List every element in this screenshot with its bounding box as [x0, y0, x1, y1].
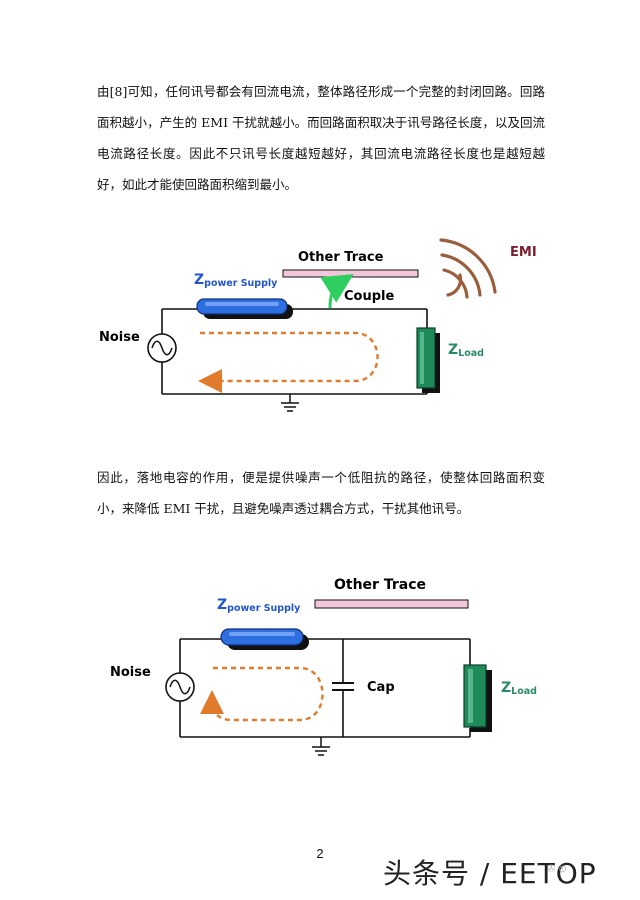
ground-icon — [281, 394, 299, 412]
circuit-wires — [179, 638, 471, 738]
page-number: 2 — [316, 846, 324, 861]
noise-label: Noise — [110, 665, 151, 680]
other-trace-label: Other Trace — [298, 250, 384, 265]
circuit-diagram-emi-coupling: Noise Zpower Supply ZLoad Other Trace Co… — [99, 238, 537, 412]
watermark-logo-icon: ✇ ⊙ — [547, 864, 567, 875]
zload-label: ZLoad — [501, 680, 537, 697]
capacitor-icon — [332, 682, 354, 691]
zload-resistor-icon — [416, 327, 440, 393]
watermark-text: 头条号 / EETOP — [383, 857, 597, 890]
paragraph-intro: 由[8]可知，任何讯号都会有回流电流，整体路径形成一个完整的封闭回路。回路面积越… — [97, 84, 545, 192]
emi-label: EMI — [510, 245, 537, 260]
emi-waves-icon — [439, 238, 497, 299]
paragraph-decoupling: 因此，落地电容的作用，便是提供噪声一个低阻抗的路径，使整体回路面积变小，来降低 … — [97, 470, 545, 516]
ground-icon — [312, 737, 330, 756]
other-trace-label: Other Trace — [334, 577, 426, 593]
circuit-diagram-decoupling-cap: Cap Noise Zpower Supply ZLoad Other Trac… — [110, 577, 537, 756]
couple-label: Couple — [344, 289, 394, 304]
zpower-label: Zpower Supply — [194, 272, 278, 289]
other-trace-bar — [282, 269, 419, 278]
return-loop-arrow — [198, 331, 379, 393]
zpower-resistor-icon — [220, 628, 309, 650]
noise-label: Noise — [99, 330, 140, 345]
couple-arrow-icon — [320, 274, 354, 309]
noise-source-icon — [165, 672, 195, 702]
zpower-label: Zpower Supply — [217, 597, 301, 614]
other-trace-bar — [314, 599, 469, 609]
zpower-resistor-icon — [196, 298, 293, 319]
noise-source-icon — [147, 333, 177, 363]
cap-label: Cap — [367, 680, 395, 695]
return-loop-arrow — [200, 666, 324, 722]
zload-resistor-icon — [463, 664, 492, 732]
zload-label: ZLoad — [448, 342, 484, 359]
